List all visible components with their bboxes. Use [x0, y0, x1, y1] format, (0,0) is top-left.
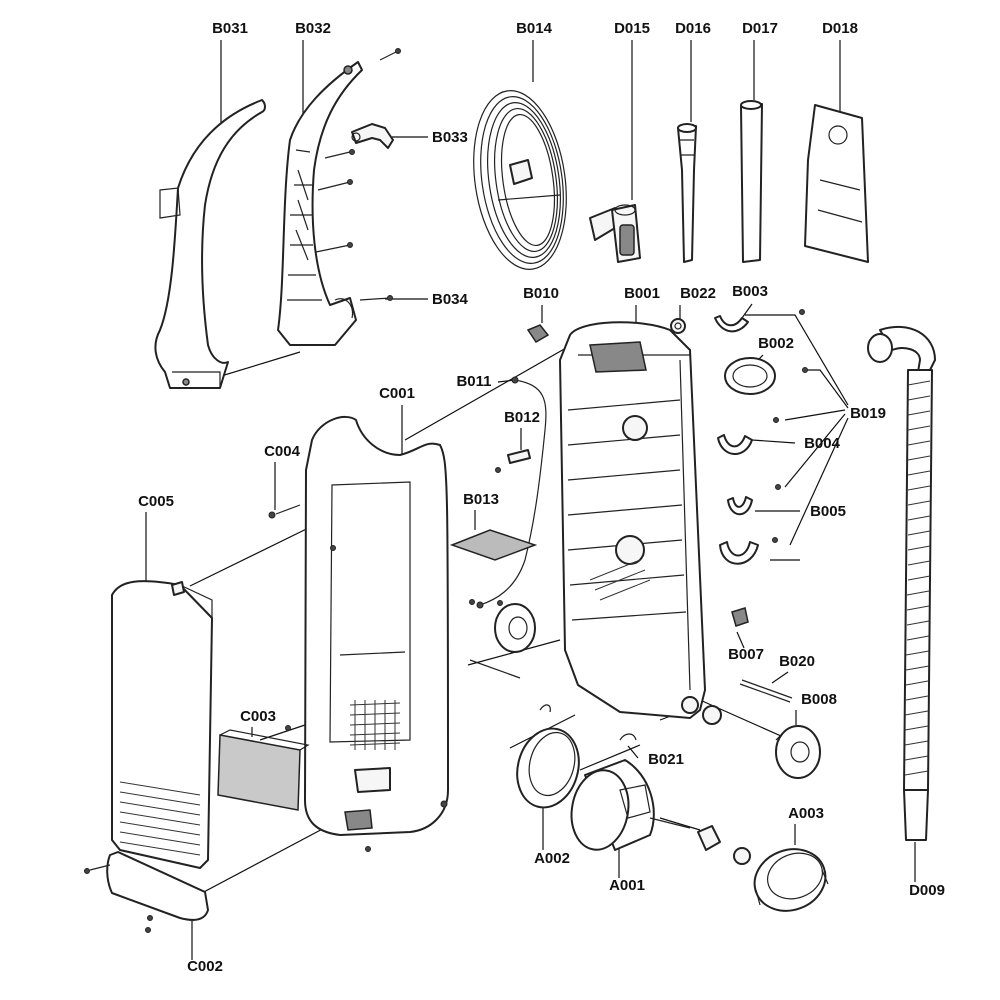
label-c001: C001: [379, 385, 415, 402]
extension-tube-d017: [740, 100, 763, 263]
motor-band-a003: [753, 848, 829, 912]
screws-frame: [469, 599, 503, 606]
label-b014: B014: [516, 20, 553, 37]
label-b019: B019: [850, 405, 886, 422]
label-d009: D009: [909, 882, 945, 899]
label-b008: B008: [801, 691, 837, 708]
label-c002: C002: [187, 958, 223, 975]
label-b021: B021: [648, 751, 684, 768]
screws-handle: [315, 48, 401, 301]
motor-fan: [697, 825, 751, 865]
front-cover-c005: [111, 580, 213, 869]
front-frame-c001: [304, 415, 449, 836]
label-b002: B002: [758, 335, 794, 352]
washer-b022: [670, 318, 686, 334]
wheel-b008: [775, 725, 821, 779]
label-b004: B004: [804, 435, 841, 452]
axle-b020: [739, 679, 793, 703]
label-b020: B020: [779, 653, 815, 670]
power-cord-b014: [473, 90, 567, 270]
label-a001: A001: [609, 877, 645, 894]
crevice-tool-d015: [589, 204, 641, 263]
label-b033: B033: [432, 129, 468, 146]
ring-b002: [724, 357, 776, 395]
clamp-b012: [495, 449, 531, 473]
screw-c004: [268, 504, 301, 519]
clip-b004: [717, 434, 753, 455]
bottom-cover-c002: [84, 846, 371, 933]
wheel-left: [469, 603, 536, 679]
label-b011: B011: [456, 373, 491, 390]
label-b012: B012: [504, 409, 540, 426]
label-b013: B013: [463, 491, 499, 508]
label-b031: B031: [212, 20, 248, 37]
label-b022: B022: [680, 285, 716, 302]
dust-bag-d018: [804, 104, 869, 263]
part-labels: B031 B032 B033 B034 B014 D015 D016 D017 …: [138, 20, 945, 975]
clip-b021: [539, 704, 637, 741]
label-d017: D017: [742, 20, 778, 37]
label-b005: B005: [810, 503, 846, 520]
label-d015: D015: [614, 20, 650, 37]
screws-b019: [772, 309, 808, 543]
main-body-b001: [559, 321, 722, 725]
clip-b003: [714, 315, 749, 333]
label-b010: B010: [523, 285, 559, 302]
connector-b010: [526, 324, 550, 344]
fastener-b007: [731, 607, 749, 627]
label-b001: B001: [624, 285, 660, 302]
label-b034: B034: [432, 291, 469, 308]
hose-d009: [867, 325, 936, 841]
label-b003: B003: [732, 283, 768, 300]
clip-b005: [719, 496, 759, 565]
wire-b011: [476, 376, 547, 609]
handle-frame-b032: [277, 61, 363, 346]
filter-c003: [217, 725, 310, 811]
label-c003: C003: [240, 708, 276, 725]
label-b032: B032: [295, 20, 331, 37]
wand-d016: [677, 123, 697, 263]
latch-b033: [351, 123, 394, 149]
filter-pad-b013: [449, 529, 538, 561]
label-c005: C005: [138, 493, 174, 510]
motor-ring-a002: [516, 727, 580, 809]
label-c004: C004: [264, 443, 301, 460]
label-a003: A003: [788, 805, 824, 822]
label-d016: D016: [675, 20, 711, 37]
motor-a001: [570, 759, 691, 851]
label-b007: B007: [728, 646, 764, 663]
label-a002: A002: [534, 850, 570, 867]
label-d018: D018: [822, 20, 858, 37]
handle-cover-b031: [154, 99, 266, 389]
